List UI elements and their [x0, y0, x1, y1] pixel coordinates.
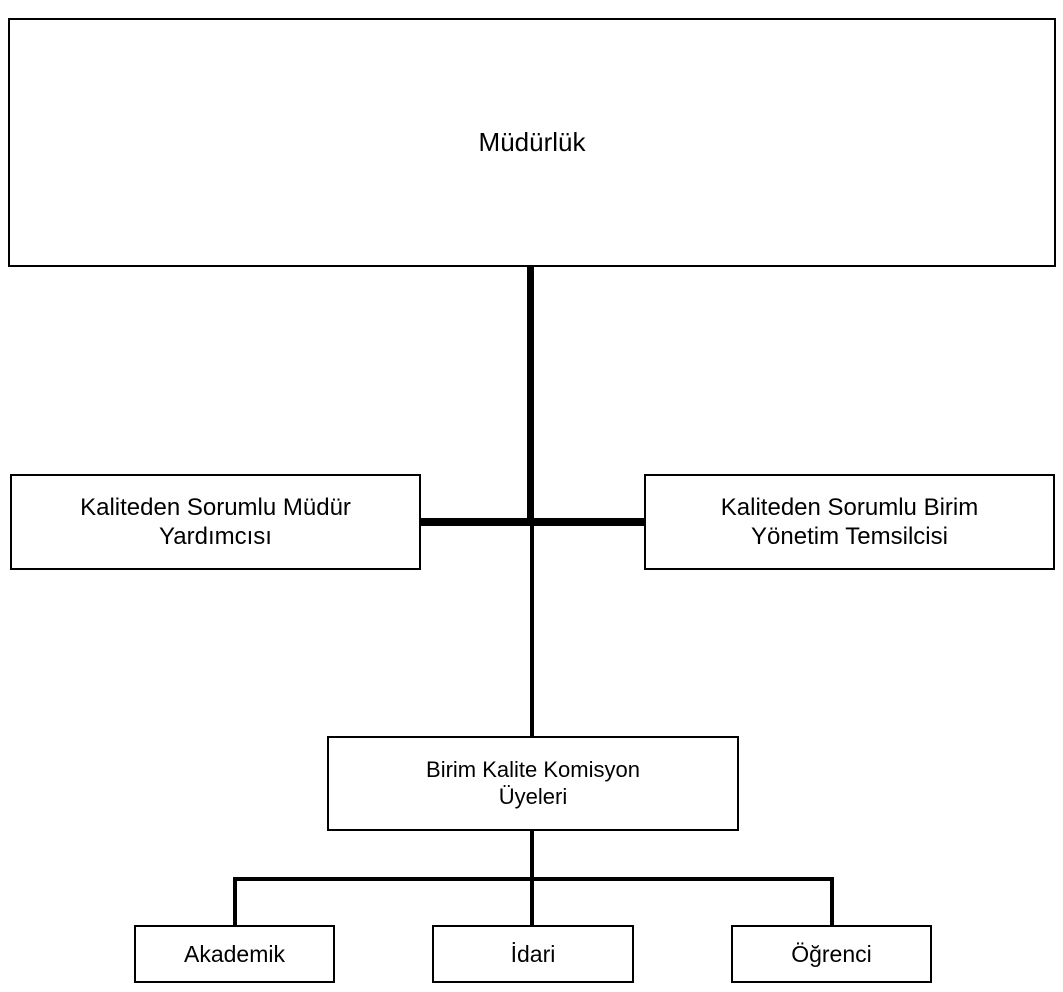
node-mudurluk: Müdürlük — [8, 18, 1056, 267]
node-birim-kalite-komisyon-uyeleri-label: Birim Kalite Komisyon Üyeleri — [426, 756, 640, 809]
connector-drop-idari — [530, 877, 534, 927]
connector-komisyon-spine — [530, 522, 534, 738]
node-ogrenci-label: Öğrenci — [791, 940, 872, 967]
node-idari-label: İdari — [510, 940, 556, 967]
connector-drop-ogrenci — [830, 877, 834, 927]
connector-mudurluk-trunk — [527, 265, 534, 525]
node-ogrenci: Öğrenci — [731, 925, 932, 983]
node-kaliteden-sorumlu-mudur-yardimcisi: Kaliteden Sorumlu Müdür Yardımcısı — [10, 474, 421, 570]
connector-leaf-distributor-rail — [234, 877, 834, 881]
connector-komisyon-drop — [530, 829, 534, 881]
node-kaliteden-sorumlu-birim-yonetim-temsilcisi-label: Kaliteden Sorumlu Birim Yönetim Temsilci… — [720, 493, 979, 550]
node-kaliteden-sorumlu-mudur-yardimcisi-label: Kaliteden Sorumlu Müdür Yardımcısı — [80, 493, 351, 550]
node-akademik-label: Akademik — [184, 940, 285, 967]
node-kaliteden-sorumlu-birim-yonetim-temsilcisi: Kaliteden Sorumlu Birim Yönetim Temsilci… — [644, 474, 1055, 570]
connector-drop-akademik — [233, 877, 237, 927]
node-birim-kalite-komisyon-uyeleri: Birim Kalite Komisyon Üyeleri — [327, 736, 739, 831]
node-akademik: Akademik — [134, 925, 335, 983]
node-idari: İdari — [432, 925, 634, 983]
node-mudurluk-label: Müdürlük — [478, 126, 586, 157]
